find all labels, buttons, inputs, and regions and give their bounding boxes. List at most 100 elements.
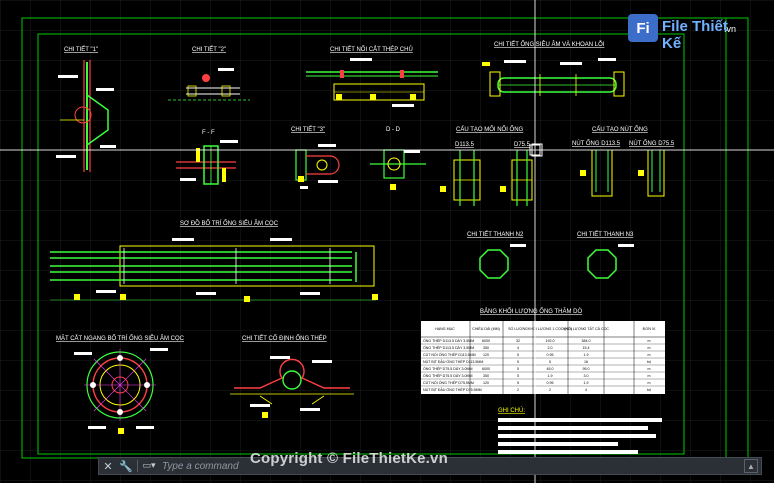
- title-ff: F - F: [202, 130, 215, 136]
- svg-text:1.9: 1.9: [584, 353, 589, 357]
- title-chi-tiet-3: CHI TIẾT "3": [291, 126, 325, 133]
- cross-section-drawing: [74, 348, 168, 434]
- svg-text:0.95: 0.95: [547, 353, 554, 357]
- svg-text:5: 5: [549, 360, 551, 364]
- label-d1135: D113.5: [455, 142, 475, 148]
- splice-drawing: [306, 58, 438, 107]
- title-ong-sieu-am: CHI TIẾT ỐNG SIÊU ÂM VÀ KHOAN LỖI: [494, 40, 605, 48]
- chevron-up-icon[interactable]: ▲: [744, 459, 758, 473]
- layout-elevation-drawing: [50, 238, 378, 302]
- table-header: KHỐI LƯỢNG 1 CỌC (KG): [528, 326, 572, 331]
- wrench-icon[interactable]: 🔧: [119, 459, 133, 473]
- svg-text:4: 4: [585, 388, 587, 392]
- table-header: ĐƠN VỊ: [643, 327, 656, 331]
- title-chi-tiet-2: CHI TIẾT "2": [192, 46, 226, 53]
- table-header: KHỐI LƯỢNG TẤT CẢ CỌC: [563, 326, 609, 331]
- section-dd-drawing: [370, 149, 426, 190]
- svg-text:95.0: 95.0: [583, 367, 590, 371]
- svg-text:5: 5: [517, 374, 519, 378]
- title-moi-noi: CẤU TẠO MỐI NỐI ỐNG: [456, 126, 524, 133]
- notes-block: [498, 418, 662, 454]
- title-thanh-n3: CHI TIẾT THANH N3: [577, 231, 634, 238]
- svg-text:384.0: 384.0: [582, 339, 591, 343]
- svg-text:5: 5: [517, 360, 519, 364]
- title-ghi-chu: GHI CHÚ:: [498, 407, 525, 414]
- title-thanh-n2: CHI TIẾT THANH N2: [467, 231, 524, 238]
- svg-text:m: m: [648, 353, 651, 357]
- title-noi-cat-thep: CHI TIẾT NỐI CẮT THÉP CHỦ: [330, 45, 413, 53]
- table-row: NÚT BỊT ĐẦU ỐNG THÉP D113.5MM 5 5 16 bộ: [423, 359, 651, 364]
- svg-text:ỐNG THÉP D113.5 DÀY 3.5MM: ỐNG THÉP D113.5 DÀY 3.5MM: [423, 338, 474, 343]
- title-dd: D - D: [386, 127, 401, 133]
- svg-text:0.95: 0.95: [547, 381, 554, 385]
- label-nut-755: NÚT ỐNG D75.5: [629, 140, 675, 147]
- ultrasonic-pipe-drawing: [482, 58, 625, 97]
- svg-text:m: m: [648, 339, 651, 343]
- svg-text:350: 350: [483, 374, 489, 378]
- svg-text:2.0: 2.0: [548, 346, 553, 350]
- svg-text:32: 32: [516, 339, 520, 343]
- detail-3-drawing: [295, 144, 340, 189]
- svg-text:2: 2: [549, 388, 551, 392]
- site-logo: Fi File Thiết Kế .vn: [628, 14, 746, 52]
- svg-text:m: m: [648, 374, 651, 378]
- logo-mark: Fi: [628, 14, 658, 42]
- command-prompt-icon[interactable]: ▭▾: [142, 461, 156, 471]
- svg-text:15.4: 15.4: [583, 346, 590, 350]
- title-mat-cat: MẶT CẮT NGANG BỐ TRÍ ỐNG SIÊU ÂM CỌC: [56, 334, 185, 342]
- title-chi-tiet-1: CHI TIẾT "1": [64, 46, 98, 53]
- title-bang: BẢNG KHỐI LƯỢNG ỐNG THĂM DÒ: [480, 308, 583, 315]
- svg-text:2: 2: [517, 388, 519, 392]
- fixing-detail-drawing: [230, 356, 354, 418]
- divider: [137, 460, 138, 472]
- svg-text:1.9: 1.9: [584, 381, 589, 385]
- plug-drawing: [580, 150, 665, 197]
- table-header: CHIỀU DÀI (MM): [472, 326, 500, 331]
- svg-text:m: m: [648, 367, 651, 371]
- table-row: ỐNG THÉP D75.5 DÀY 3.0MM 350 5 1.9 3.0 m: [423, 373, 651, 378]
- svg-text:5: 5: [517, 381, 519, 385]
- svg-text:3.0: 3.0: [584, 374, 589, 378]
- svg-text:5: 5: [517, 353, 519, 357]
- svg-text:6000: 6000: [482, 339, 490, 343]
- bar-n2-drawing: [479, 244, 526, 279]
- svg-text:bộ: bộ: [647, 388, 651, 392]
- svg-text:350: 350: [483, 346, 489, 350]
- svg-text:ỐNG THÉP D113.5 DÀY 3.5MM: ỐNG THÉP D113.5 DÀY 3.5MM: [423, 345, 474, 350]
- svg-text:m: m: [648, 381, 651, 385]
- bar-n3-drawing: [587, 244, 634, 279]
- command-input[interactable]: [158, 458, 744, 474]
- svg-text:1.9: 1.9: [548, 374, 553, 378]
- logo-name: File Thiết Kế: [662, 18, 728, 52]
- svg-text:NÚT BỊT ĐẦU ỐNG THÉP D75.5MM: NÚT BỊT ĐẦU ỐNG THÉP D75.5MM: [423, 387, 482, 392]
- svg-text:16: 16: [584, 360, 588, 364]
- svg-text:45.0: 45.0: [547, 367, 554, 371]
- table-row: NÚT BỊT ĐẦU ỐNG THÉP D75.5MM 2 2 4 bộ: [423, 387, 651, 392]
- svg-text:bộ: bộ: [647, 360, 651, 364]
- table-row: ỐNG THÉP D75.5 DÀY 3.0MM 6000 5 45.0 95.0 m: [423, 366, 651, 371]
- joint-drawing: [440, 143, 543, 206]
- svg-text:NÚT BỊT ĐẦU ỐNG THÉP D113.5MM: NÚT BỊT ĐẦU ỐNG THÉP D113.5MM: [423, 359, 483, 364]
- svg-text:5: 5: [517, 367, 519, 371]
- svg-text:ỐNG THÉP D75.5 DÀY 3.0MM: ỐNG THÉP D75.5 DÀY 3.0MM: [423, 373, 473, 378]
- table-header: HẠNG MỤC: [435, 327, 455, 331]
- svg-text:120: 120: [483, 353, 489, 357]
- svg-text:ỐNG THÉP D75.5 DÀY 3.0MM: ỐNG THÉP D75.5 DÀY 3.0MM: [423, 366, 473, 371]
- detail-1-drawing: [56, 60, 116, 172]
- svg-text:4: 4: [517, 346, 519, 350]
- label-d755: D75.5: [514, 142, 531, 148]
- close-icon[interactable]: ✕: [103, 459, 113, 473]
- inner-frame: [37, 33, 685, 455]
- svg-text:m: m: [648, 346, 651, 350]
- table-row: ỐNG THÉP D113.5 DÀY 3.5MM 350 4 2.0 15.4 m: [423, 345, 651, 350]
- section-ff-drawing: [176, 140, 238, 185]
- table-header: SỐ LƯỢNG: [508, 326, 528, 331]
- title-co-dinh: CHI TIẾT CỐ ĐỊNH ỐNG THÉP: [242, 335, 327, 342]
- svg-text:CÚT NỐI ỐNG THÉP D75.5MM: CÚT NỐI ỐNG THÉP D75.5MM: [423, 380, 474, 385]
- svg-text:6000: 6000: [482, 367, 490, 371]
- svg-text:CÚT NỐI ỐNG THÉP D113.5MM: CÚT NỐI ỐNG THÉP D113.5MM: [423, 352, 476, 357]
- table-row: CÚT NỐI ỐNG THÉP D113.5MM 120 5 0.95 1.9 m: [423, 352, 651, 357]
- command-line-bar[interactable]: ✕ 🔧 ▭▾ ▲: [98, 457, 762, 475]
